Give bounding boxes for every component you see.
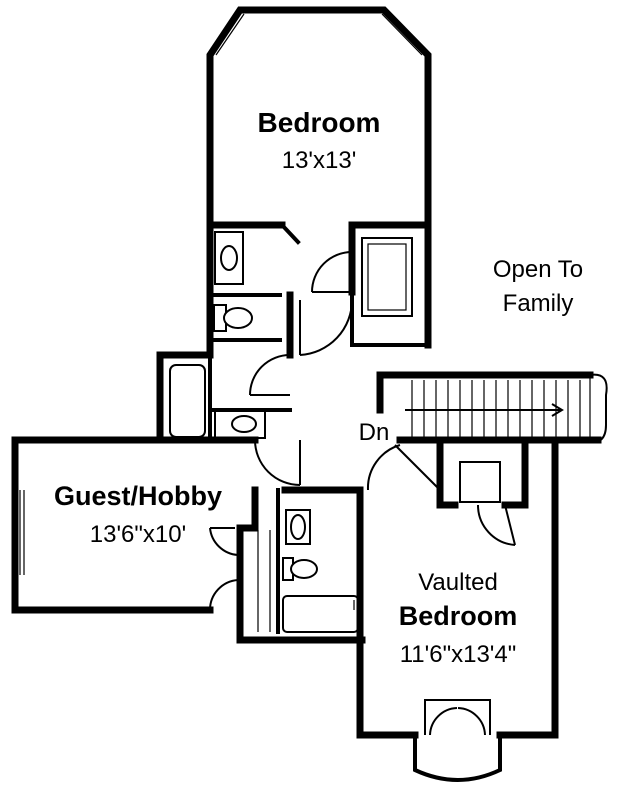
guest-hobby-size: 13'6"x10' (90, 521, 186, 548)
open-to-line2: Family (503, 290, 574, 317)
stair-down-label: Dn (359, 419, 390, 446)
vaulted-bedroom-line1: Vaulted (418, 569, 498, 596)
guest-hobby-name: Guest/Hobby (54, 481, 222, 511)
open-to-line1: Open To (493, 256, 583, 283)
bedroom-main-size: 13'x13' (282, 147, 357, 174)
bedroom-main-walls (206, 6, 432, 245)
bath-upper (206, 221, 294, 359)
guest-hobby-walls (11, 436, 259, 614)
room-labels: Bedroom 13'x13' Open To Family Dn Guest/… (54, 107, 583, 668)
vaulted-bedroom-walls (356, 436, 559, 782)
bath-lower (236, 486, 366, 644)
staircase (376, 371, 608, 444)
closet-top (311, 221, 432, 349)
vaulted-bedroom-line2: Bedroom (399, 601, 518, 631)
bedroom-main-name: Bedroom (258, 107, 381, 138)
hall-doors (249, 299, 441, 491)
bath-middle (156, 351, 292, 444)
vaulted-bedroom-size: 11'6"x13'4" (400, 641, 517, 668)
